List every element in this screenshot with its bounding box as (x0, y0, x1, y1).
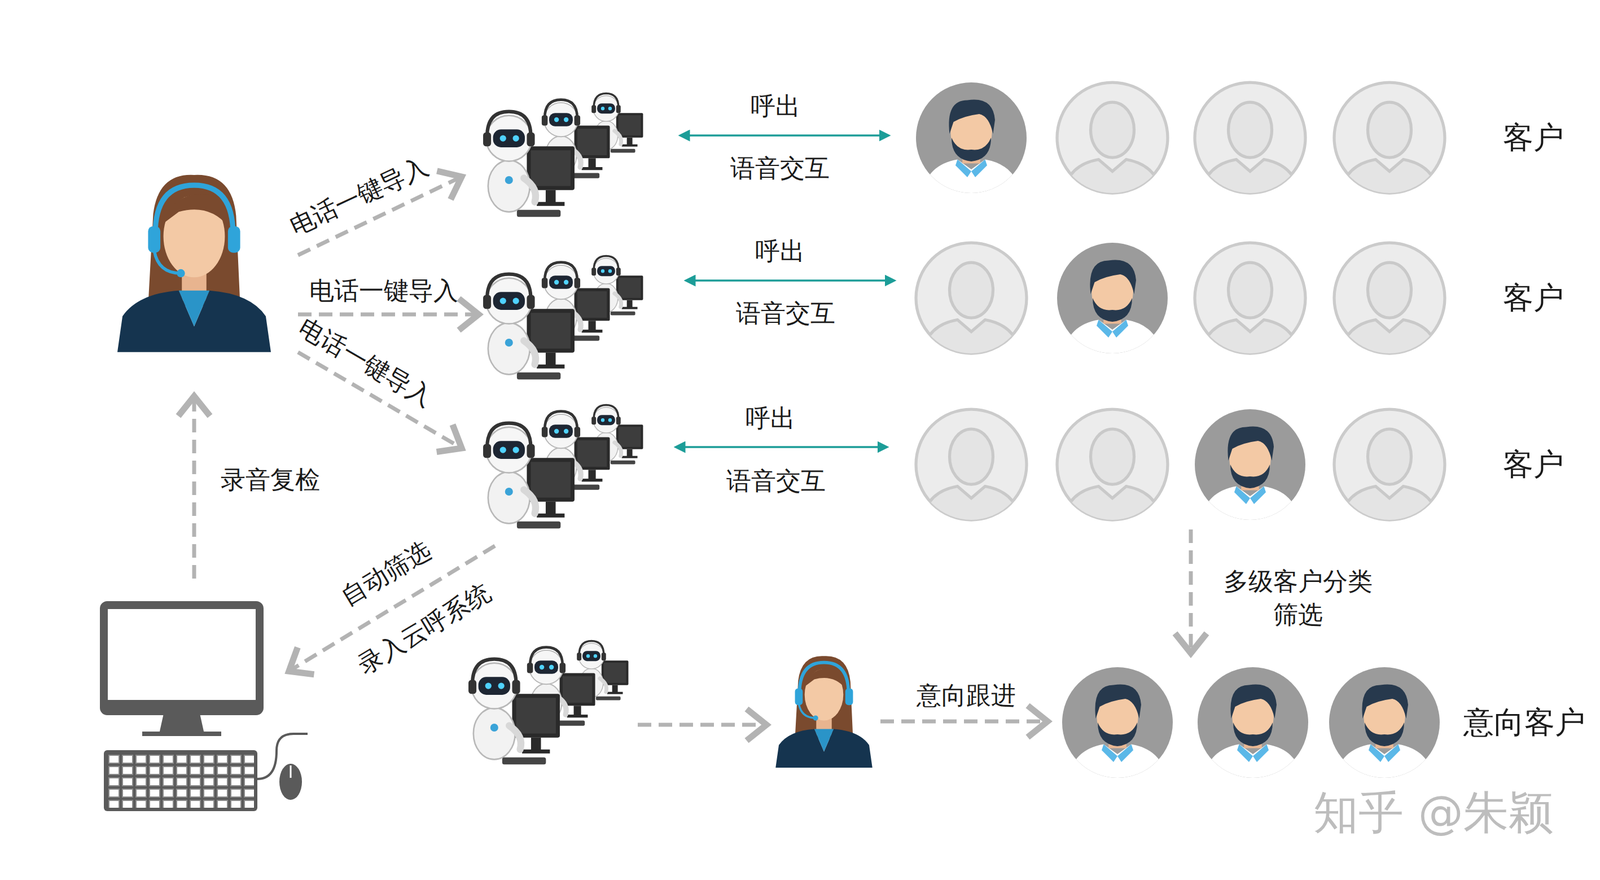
customer-group: 客户 (902, 399, 1575, 530)
flow-label: 自动筛选 (335, 535, 437, 612)
group-label: 客户 (1502, 117, 1564, 159)
flow-label: 电话一键导入 (293, 312, 438, 413)
flow-label: 呼出 (755, 236, 805, 267)
flow-label: 语音交互 (730, 153, 830, 184)
flow-label: 呼出 (745, 403, 796, 434)
edge-label: 多级客户分类 筛选 (1210, 564, 1386, 632)
group-label: 意向客户 (1463, 702, 1586, 744)
watermark: 知乎 @朱颖 (1313, 785, 1554, 840)
flow-label: 语音交互 (735, 298, 836, 329)
customer-group: 客户 (902, 75, 1575, 200)
group-label: 客户 (1502, 444, 1564, 486)
customer-group: 客户 (902, 235, 1575, 361)
flow-label: 呼出 (750, 91, 801, 122)
flow-label: 语音交互 (726, 466, 826, 497)
customer-group: 意向客户 (1049, 657, 1589, 788)
classification-arrow (1189, 529, 1194, 653)
flow-label: 意向跟进 (916, 680, 1016, 711)
flow-label: 电话一键导入 (309, 275, 459, 306)
group-label: 客户 (1502, 277, 1564, 319)
flow-label: 录音复检 (220, 465, 320, 495)
